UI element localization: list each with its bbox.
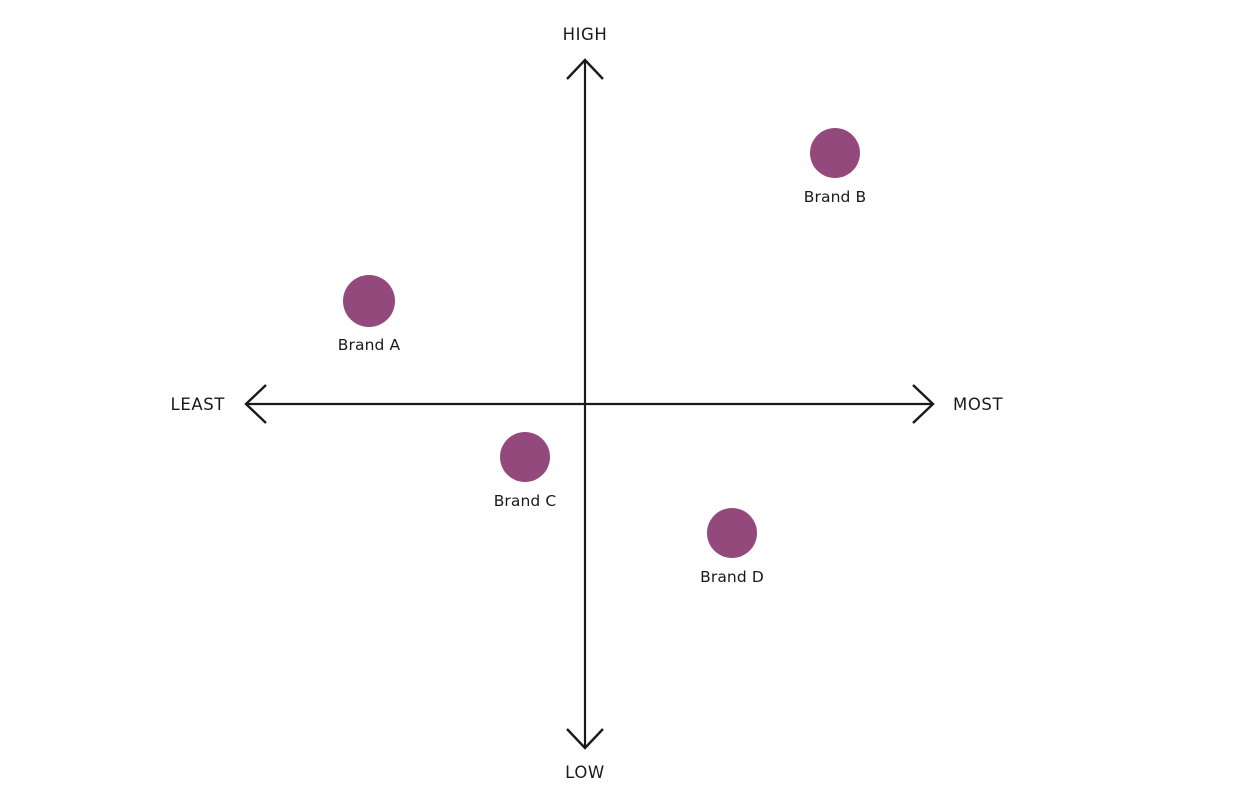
data-point-brand-b[interactable]: Brand B [804, 128, 866, 206]
arrow-head-up-icon [566, 58, 604, 80]
data-point-marker[interactable] [707, 508, 757, 558]
arrow-head-down-icon [566, 728, 604, 750]
data-point-brand-a[interactable]: Brand A [338, 275, 401, 354]
data-point-label: Brand D [700, 568, 764, 586]
data-point-marker[interactable] [500, 432, 550, 482]
data-point-label: Brand B [804, 188, 866, 206]
axis-label-low: LOW [565, 763, 605, 782]
data-point-brand-c[interactable]: Brand C [494, 432, 557, 510]
data-point-marker[interactable] [343, 275, 395, 327]
arrow-head-right-icon [912, 384, 935, 424]
data-point-label: Brand A [338, 336, 401, 354]
axis-label-least: LEAST [171, 395, 226, 414]
data-point-marker[interactable] [810, 128, 860, 178]
axis-label-most: MOST [953, 395, 1003, 414]
data-point-brand-d[interactable]: Brand D [700, 508, 764, 586]
arrow-head-left-icon [244, 384, 267, 424]
axis-label-high: HIGH [563, 25, 608, 44]
data-point-label: Brand C [494, 492, 557, 510]
